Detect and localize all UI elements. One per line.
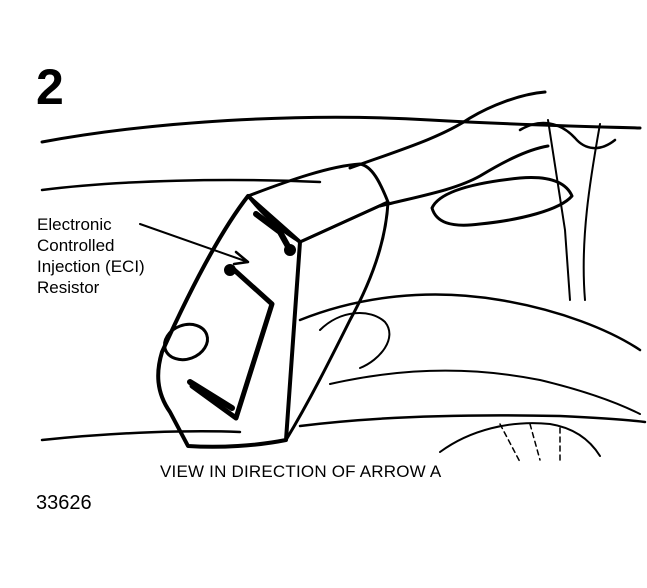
hose-upper-edge [348, 90, 547, 170]
step-number: 2 [36, 59, 64, 115]
callout-line-3: Injection (ECI) [37, 257, 145, 276]
callout-line-1: Electronic [37, 215, 112, 234]
hose-clamp [430, 176, 574, 227]
floor-contour-right [298, 414, 647, 428]
resistor-top-face [246, 162, 390, 244]
floor-contour [40, 430, 242, 442]
callout-line-2: Controlled [37, 236, 115, 255]
fan-arc [439, 422, 601, 457]
callout-leader-line [139, 223, 249, 263]
right-component-edge [582, 123, 601, 301]
terminal-screw-lower [224, 264, 236, 276]
callout-line-4: Resistor [37, 278, 100, 297]
fan-spoke-1 [499, 423, 521, 463]
fender-line [40, 178, 322, 192]
component-callout: Electronic Controlled Injection (ECI) Re… [37, 214, 145, 298]
bracket-top [518, 121, 617, 150]
resistor-front-face [156, 194, 302, 449]
rear-tube-top [298, 293, 642, 352]
view-caption: VIEW IN DIRECTION OF ARROW A [160, 462, 442, 481]
rear-tube-bottom [329, 369, 641, 415]
front-panel-frame [189, 265, 275, 421]
hose-lower-edge [378, 144, 550, 208]
resistor-side-face [284, 200, 390, 442]
bracket-right [547, 119, 571, 301]
callout-leader-arrowhead [232, 250, 250, 266]
terminal-strip [253, 211, 293, 253]
rear-tube-opening [319, 311, 391, 369]
fan-spoke-2 [529, 423, 541, 461]
lower-lead [187, 379, 235, 411]
figure-id: 33626 [36, 492, 92, 514]
mounting-boss [163, 322, 209, 362]
terminal-screw-upper [284, 244, 296, 256]
